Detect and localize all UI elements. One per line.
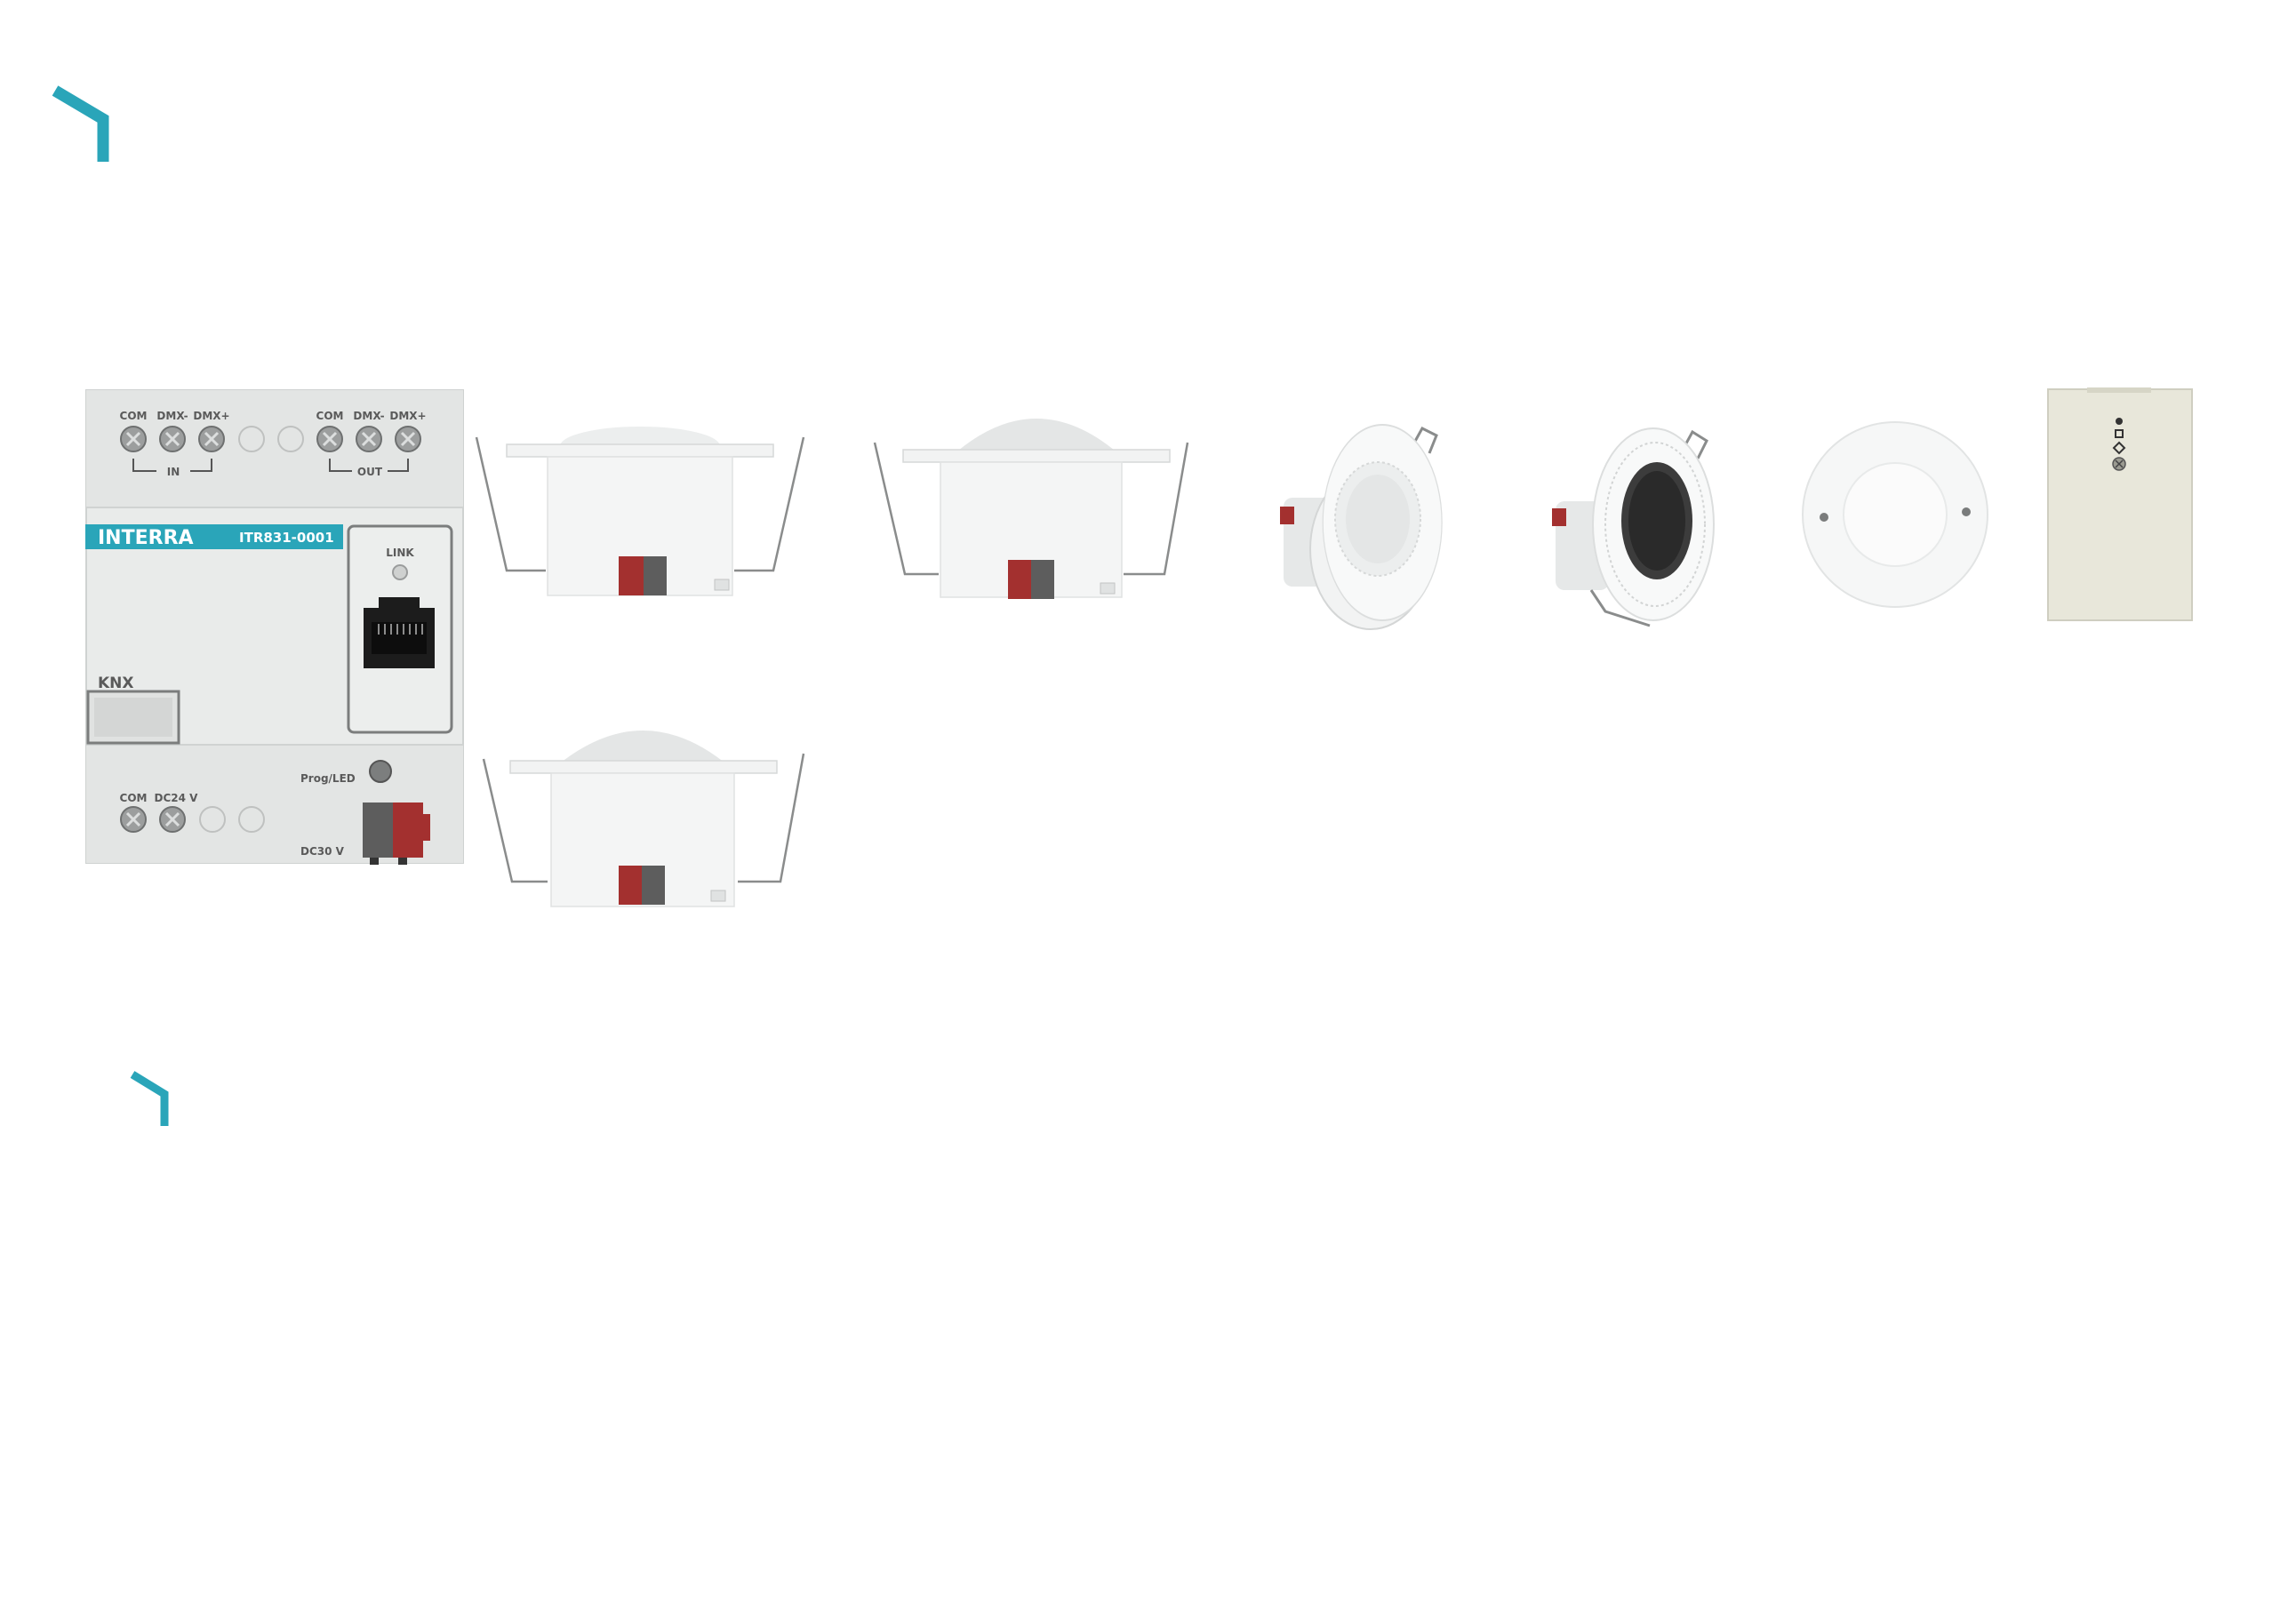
flush-mount-pir-sensor-icon (482, 731, 805, 907)
prog-led-label: Prog/LED (300, 772, 356, 785)
link-label: LINK (386, 547, 414, 559)
flush-mount-pir-sensor-icon (873, 419, 1189, 599)
terminal-label: COM (316, 410, 344, 422)
terminal-label: DMX+ (389, 410, 426, 422)
terminal-label: DMX- (156, 410, 188, 422)
wall-box-sensor (2044, 386, 2196, 624)
surface-round-sensor (1799, 419, 1991, 610)
corner-bracket-icon (52, 85, 109, 162)
corner-bracket-icon (130, 1071, 169, 1126)
terminal-label: COM (120, 410, 148, 422)
group-label-out: OUT (357, 466, 383, 478)
terminal-label: DC24 V (155, 792, 199, 804)
pir-ceiling-sensor-dome (871, 409, 1205, 604)
dc-voltage-label: DC30 V (300, 845, 345, 858)
group-label-in: IN (167, 466, 180, 478)
model-number: ITR831-0001 (239, 530, 334, 546)
pir-ceiling-sensor-dome-small (480, 722, 809, 917)
terminal-label: COM (120, 792, 148, 804)
terminal-label: DMX+ (193, 410, 229, 422)
pir-ceiling-sensor-flat (475, 427, 809, 601)
flush-mount-pir-sensor-icon (475, 427, 805, 596)
round-radar-sensor (1543, 425, 1748, 638)
terminal-label: DMX- (353, 410, 384, 422)
round-sensor-icon (1552, 427, 1715, 627)
brand-logo: INTERRA (98, 527, 194, 549)
round-pir-sensor (1271, 418, 1476, 631)
round-sensor-icon (1280, 424, 1443, 630)
knx-dmx-gateway: COM DMX- DMX+ COM DMX- DMX+ IN OUT INTER… (85, 389, 466, 866)
surface-sensor-icon (1802, 421, 1988, 608)
wall-sensor-icon (2047, 387, 2193, 621)
knx-logo: KNX (98, 675, 134, 692)
